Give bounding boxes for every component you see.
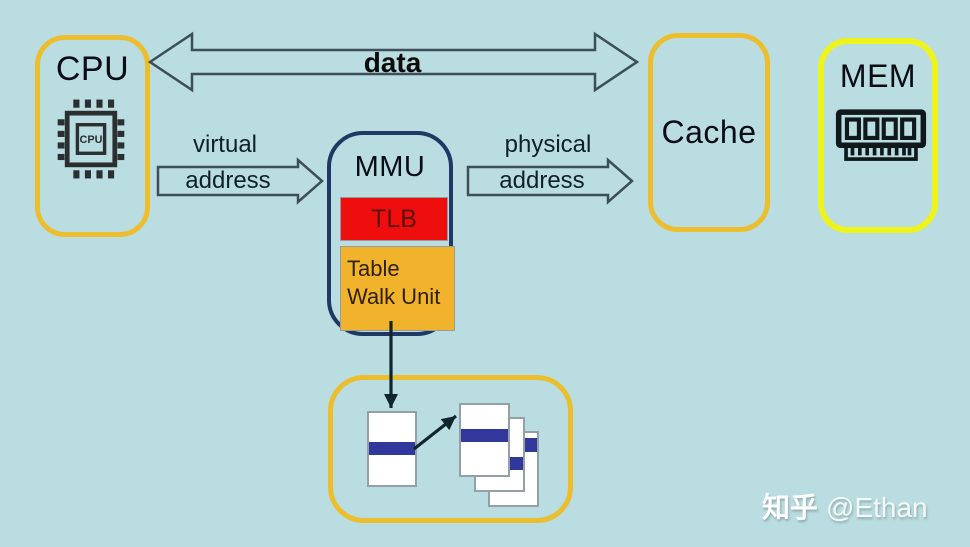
table-walk-unit-box: Table Walk Unit [340, 246, 455, 331]
virtual-address-label-line1: virtual [192, 131, 258, 158]
watermark-brand: 知乎 [762, 492, 819, 523]
page-table-stack-front-stripe [461, 429, 508, 442]
watermark: 知乎@Ethan [762, 486, 962, 526]
virtual-address-label-line2: address [185, 167, 271, 194]
watermark-author: @Ethan [826, 492, 928, 523]
physical-address-label-line2: address [499, 167, 585, 194]
page-table-stack-front [459, 403, 510, 477]
mmu-node: MMU TLB Table Walk Unit [327, 131, 455, 336]
ram-icon [835, 109, 927, 161]
tlb-box: TLB [340, 197, 448, 241]
physical-address-label-line1: physical [504, 131, 592, 158]
cpu-label: CPU [55, 50, 130, 88]
page-table-entry-stripe [369, 442, 415, 455]
mmu-label: MMU [354, 151, 426, 183]
table-walk-unit-label: Table Walk Unit [347, 256, 441, 309]
tlb-label: TLB [371, 204, 417, 233]
mem-label: MEM [839, 58, 917, 94]
page-table-box [328, 375, 573, 523]
cpu-chip-icon: CPU [57, 99, 125, 179]
data-arrow-label: data [363, 47, 422, 78]
page-table-entry [367, 411, 417, 487]
cache-label: Cache [661, 114, 757, 150]
cpu-node: CPU CPU [35, 35, 150, 237]
cache-node: Cache [648, 33, 770, 232]
svg-text:CPU: CPU [80, 134, 103, 146]
mem-node: MEM [818, 38, 938, 233]
